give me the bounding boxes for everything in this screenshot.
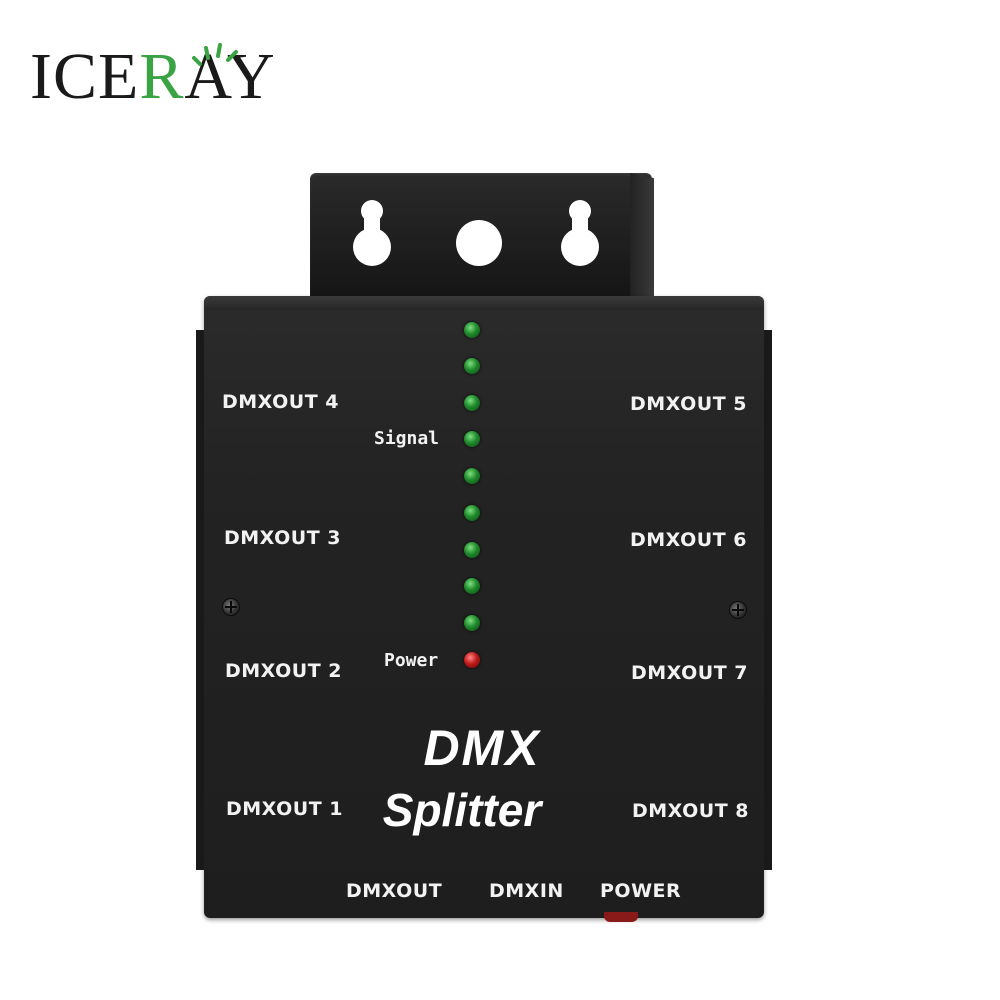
- port-label-dmxout-1: DMXOUT 1: [226, 798, 344, 820]
- signal-label: Signal: [374, 428, 440, 449]
- device-title-dmx: DMX: [423, 720, 541, 776]
- keyhole-slot-right: [561, 228, 599, 266]
- device-title-splitter: Splitter: [382, 784, 542, 836]
- brand-logo: ICERAY: [30, 42, 330, 112]
- signal-led: [464, 505, 480, 521]
- port-label-dmxout-2: DMXOUT 2: [225, 660, 343, 682]
- signal-led: [464, 431, 480, 447]
- port-label-dmxout-8: DMXOUT 8: [632, 800, 750, 822]
- port-label-dmxout-4: DMXOUT 4: [222, 391, 340, 413]
- screw-right: [729, 601, 747, 619]
- device-top-lip: [204, 296, 764, 310]
- port-label-dmxout-bottom: DMXOUT: [346, 880, 443, 902]
- brand-logo-text: ICERAY: [30, 42, 276, 112]
- device-left-edge: [196, 330, 204, 870]
- signal-led: [464, 615, 480, 631]
- device-body: [204, 296, 764, 918]
- power-label: Power: [384, 650, 439, 671]
- mounting-bracket-edge: [630, 173, 654, 311]
- mounting-hole-center: [456, 220, 502, 266]
- light-rays-icon: [192, 43, 238, 66]
- port-label-dmxout-5: DMXOUT 5: [630, 393, 748, 415]
- signal-led: [464, 322, 480, 338]
- screw-left: [222, 598, 240, 616]
- device-right-edge: [764, 330, 772, 870]
- keyhole-slot-left: [353, 228, 391, 266]
- signal-led: [464, 542, 480, 558]
- signal-led: [464, 468, 480, 484]
- logo-text-part-2: AY: [184, 40, 276, 113]
- port-label-dmxout-3: DMXOUT 3: [224, 527, 342, 549]
- port-label-dmxout-6: DMXOUT 6: [630, 529, 748, 551]
- power-connector: [604, 912, 638, 922]
- port-label-dmxout-7: DMXOUT 7: [631, 662, 749, 684]
- power-led: [464, 652, 480, 668]
- port-label-dmxin: DMXIN: [489, 880, 564, 902]
- logo-text-accent: R: [139, 40, 185, 113]
- signal-led: [464, 358, 480, 374]
- signal-led: [464, 395, 480, 411]
- logo-text-part-1: ICE: [30, 40, 140, 113]
- signal-led: [464, 578, 480, 594]
- port-label-power: POWER: [600, 880, 682, 902]
